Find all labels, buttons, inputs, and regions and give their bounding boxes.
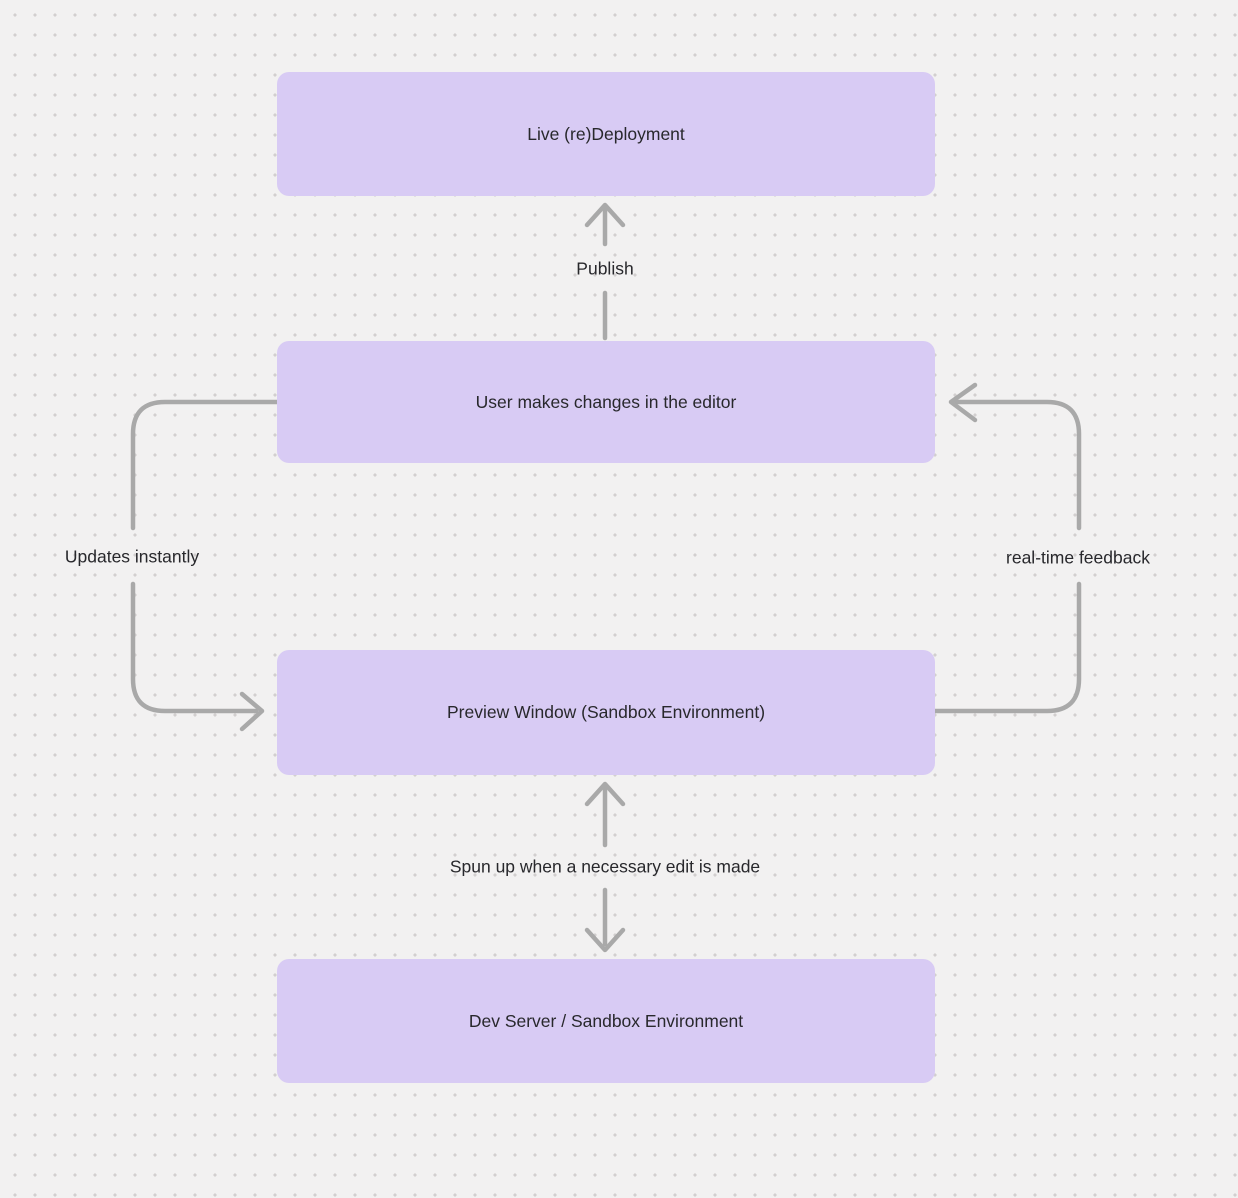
edge-label-spun-up: Spun up when a necessary edit is made [449, 856, 761, 877]
edge-label-publish: Publish [576, 258, 634, 279]
node-label: User makes changes in the editor [475, 391, 737, 412]
edge-label-updates-instantly: Updates instantly [64, 546, 200, 567]
node-label: Preview Window (Sandbox Environment) [446, 702, 766, 722]
edge-label-realtime-feedback: real-time feedback [1006, 547, 1150, 568]
node-preview-window[interactable]: Preview Window (Sandbox Environment) [277, 650, 935, 775]
node-dev-server[interactable]: Dev Server / Sandbox Environment [277, 959, 935, 1083]
node-live-redeployment[interactable]: Live (re)Deployment [277, 72, 935, 196]
node-label: Dev Server / Sandbox Environment [468, 1010, 744, 1031]
node-user-editor[interactable]: User makes changes in the editor [277, 341, 935, 463]
node-label: Live (re)Deployment [527, 123, 685, 144]
